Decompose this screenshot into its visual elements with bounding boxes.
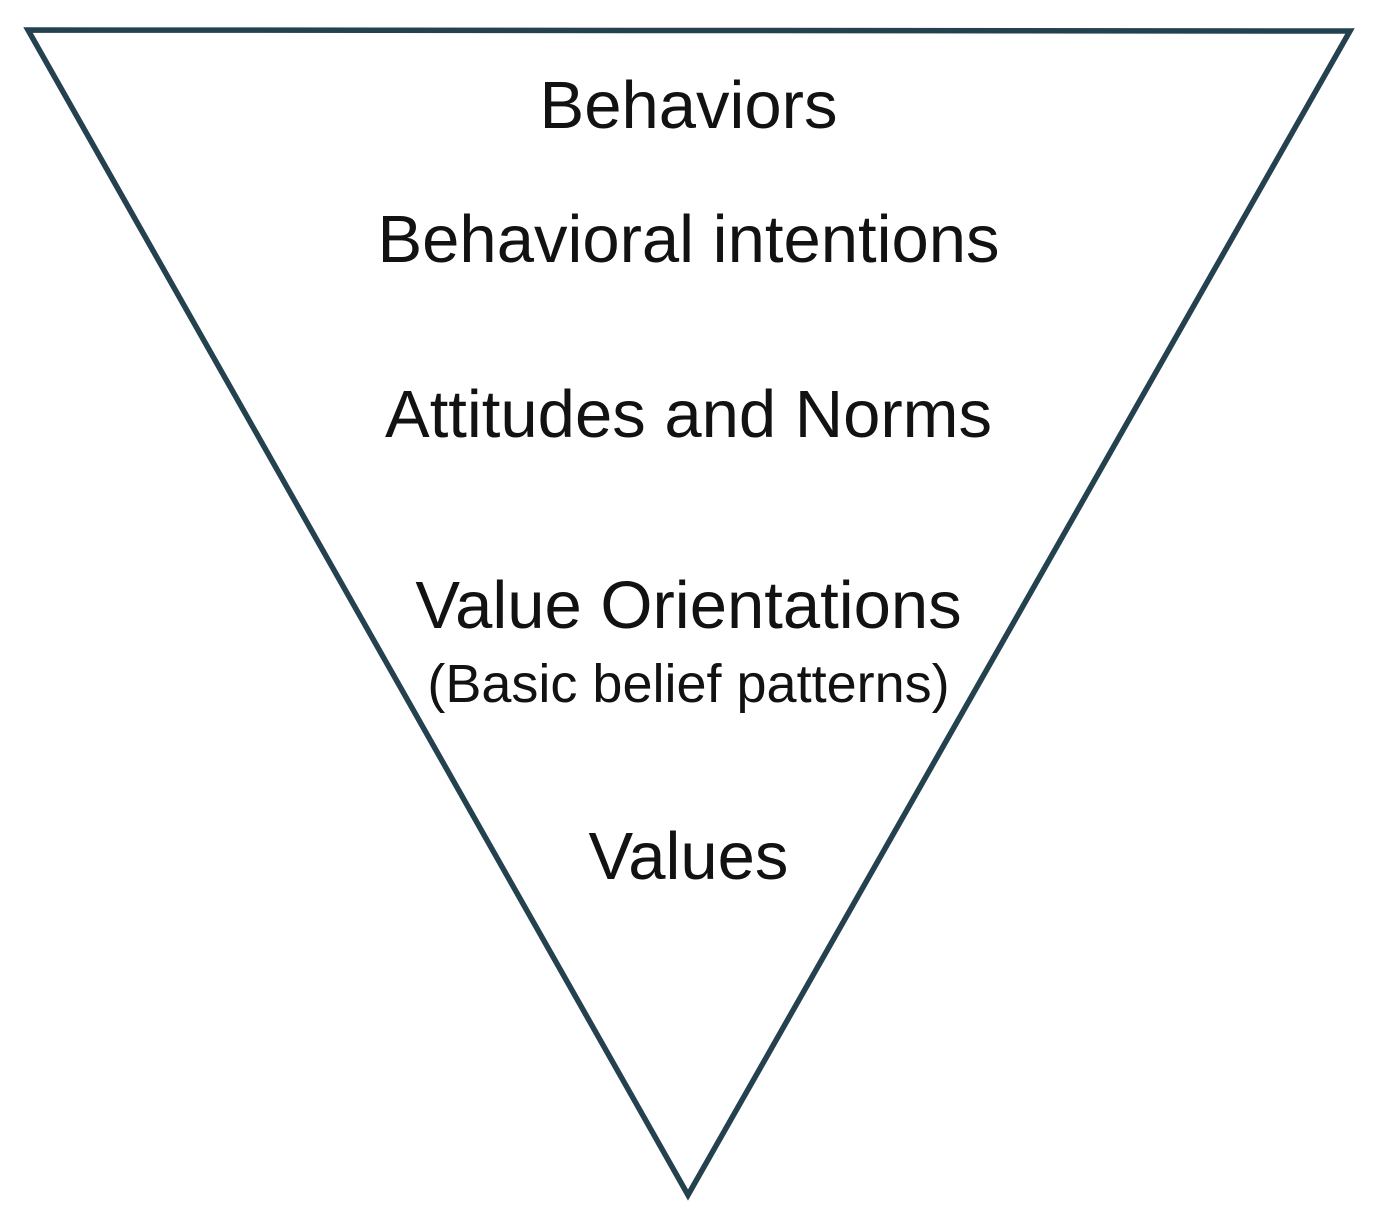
level-sublabel-basic-belief-patterns: (Basic belief patterns) xyxy=(427,654,950,714)
level-label-behaviors: Behaviors xyxy=(539,68,838,143)
level-label-value-orientations: Value Orientations xyxy=(415,568,962,643)
level-label-attitudes-and-norms: Attitudes and Norms xyxy=(385,377,992,452)
inverted-triangle-shape xyxy=(23,27,1355,1201)
level-label-values: Values xyxy=(588,819,789,894)
level-label-behavioral-intentions: Behavioral intentions xyxy=(377,202,1000,277)
